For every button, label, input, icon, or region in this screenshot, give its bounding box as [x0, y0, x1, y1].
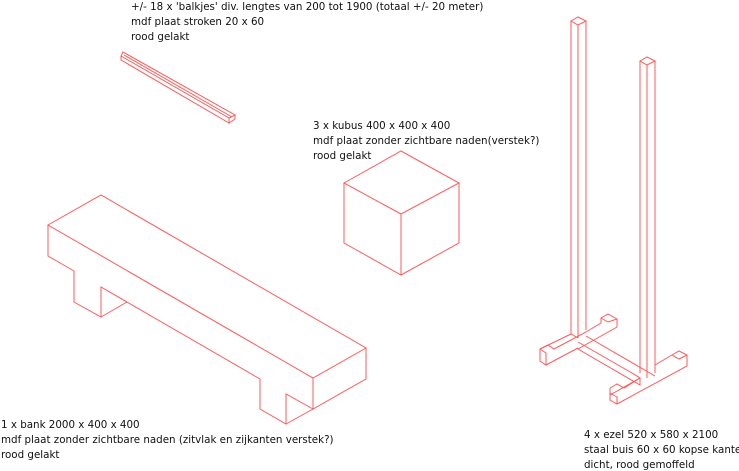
bank-bench — [46, 194, 368, 425]
note-line: mdf plaat zonder zichtbare naden(verstek… — [313, 135, 540, 147]
note-line: rood gelakt — [313, 150, 372, 162]
note-bank: 1 x bank 2000 x 400 x 400 mdf plaat zond… — [1, 418, 334, 463]
note-line: mdf plaat zonder zichtbare naden (zitvla… — [1, 434, 334, 446]
note-balkjes: +/- 18 x 'balkjes' div. lengtes van 200 … — [131, 0, 483, 45]
note-line: 3 x kubus 400 x 400 x 400 — [313, 120, 451, 132]
note-line: staal buis 60 x 60 kopse kanten — [584, 444, 739, 456]
note-line: 1 x bank 2000 x 400 x 400 — [1, 419, 140, 431]
note-line: 4 x ezel 520 x 580 x 2100 — [584, 429, 719, 441]
note-line: +/- 18 x 'balkjes' div. lengtes van 200 … — [131, 1, 484, 13]
note-line: dicht, rood gemoffeld — [584, 459, 695, 471]
kubus-cube — [342, 150, 461, 276]
note-line: mdf plaat stroken 20 x 60 — [131, 16, 265, 28]
ezel-easel — [539, 16, 688, 405]
balkje-strip — [120, 51, 237, 124]
note-kubus: 3 x kubus 400 x 400 x 400 mdf plaat zond… — [313, 119, 539, 164]
note-ezel: 4 x ezel 520 x 580 x 2100 staal buis 60 … — [584, 428, 739, 471]
note-line: rood gelakt — [131, 31, 190, 43]
note-line: rood gelakt — [1, 449, 60, 461]
